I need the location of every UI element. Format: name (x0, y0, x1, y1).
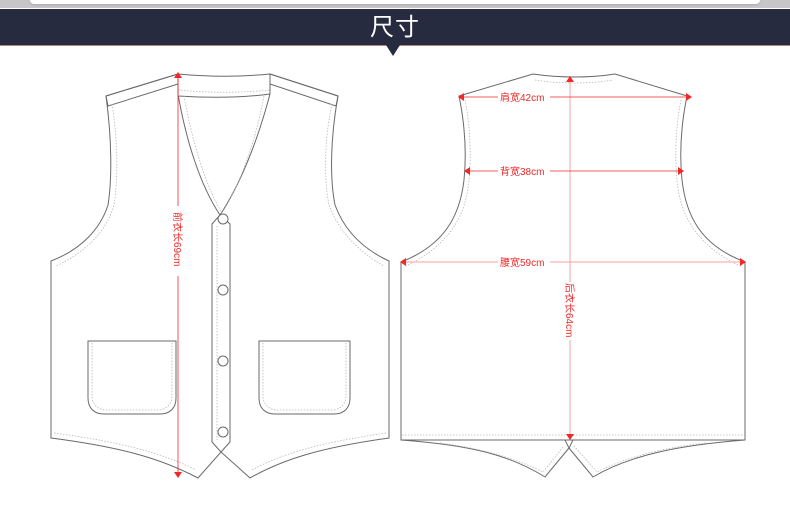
header-pointer-icon (386, 45, 400, 56)
back-right-tail (568, 439, 746, 478)
top-strip (0, 0, 790, 8)
back-length-label: 后衣长64cm (563, 283, 576, 337)
front-vest (50, 73, 390, 479)
section-header: 尺寸 (0, 9, 790, 46)
button-1 (217, 213, 229, 225)
front-left-pocket (87, 340, 177, 415)
back-measurements: 后衣长64cm 肩宽42cm 背宽38cm 腰宽59cm (400, 76, 746, 440)
top-strip-inner (30, 0, 760, 4)
back-width-label: 背宽38cm (500, 165, 544, 178)
shoulder-width-label: 肩宽42cm (500, 91, 544, 104)
button-2 (217, 284, 229, 296)
waist-width-label: 腰宽59cm (500, 256, 544, 269)
section-title: 尺寸 (370, 13, 420, 41)
button-4 (217, 426, 229, 438)
front-buttons (217, 213, 229, 438)
front-length-measure: 前衣长69cm (171, 72, 184, 478)
front-right-pocket (258, 340, 351, 415)
front-right-panel (219, 73, 390, 479)
front-right-shoulder-strip (269, 73, 339, 107)
front-neck-band (177, 73, 271, 98)
front-length-label: 前衣长69cm (171, 212, 184, 266)
button-3 (217, 355, 229, 367)
back-left-tail (400, 439, 570, 478)
front-left-panel (50, 73, 222, 479)
back-panel (400, 73, 746, 441)
front-stitching (53, 89, 387, 471)
back-vest (400, 73, 746, 478)
